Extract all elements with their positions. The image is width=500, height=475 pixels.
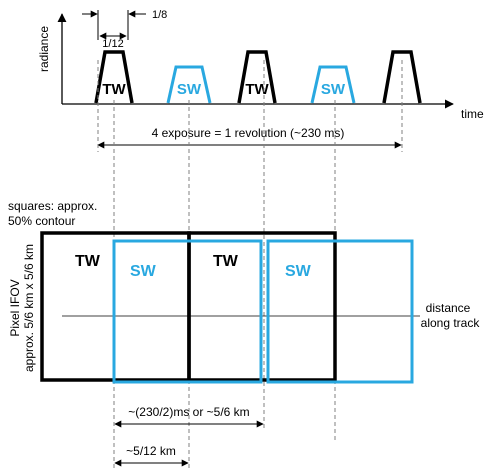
pulse-tw-2 (237, 50, 277, 104)
y-axis-label: radiance (37, 26, 51, 72)
pulse-label-sw-1: SW (177, 81, 202, 98)
twelfth-label: 1/12 (102, 38, 123, 50)
square-label-sw-1: SW (130, 263, 157, 280)
half-rev-label: ~(230/2)ms or ~5/6 km (128, 405, 249, 419)
radiance-plot: radiance time TW SW TW SW 1/8 1/12 4 exp… (37, 9, 484, 149)
offset-label: ~5/12 km (126, 444, 176, 458)
pixel-ifov-line2: approx. 5/6 km x 5/6 km (22, 244, 36, 372)
square-label-sw-2: SW (285, 263, 312, 280)
revolution-label: 4 exposure = 1 revolution (~230 ms) (152, 126, 345, 140)
x-axis-label: time (461, 107, 484, 121)
pulse-sw-1 (166, 65, 212, 104)
pulse-tw-3 (382, 50, 422, 104)
pulse-tw-1 (94, 50, 134, 104)
pixel-ifov-line1: Pixel IFOV (8, 279, 22, 336)
pulse-label-tw-2: TW (245, 81, 269, 98)
distance-label-line1: distance (426, 301, 471, 315)
eighth-label: 1/8 (152, 9, 167, 21)
contour-note-line2: 50% contour (8, 214, 75, 228)
distance-label-line2: along track (421, 316, 481, 330)
pulse-label-tw-1: TW (102, 81, 126, 98)
pulse-sw-2 (310, 65, 356, 104)
sw-square-2 (266, 239, 414, 384)
sw-square-1 (112, 239, 263, 384)
footprint-panel: squares: approx. 50% contour Pixel IFOV … (8, 199, 481, 467)
square-label-tw-1: TW (75, 253, 101, 270)
pulse-label-sw-2: SW (321, 81, 346, 98)
square-label-tw-2: TW (213, 253, 239, 270)
contour-note-line1: squares: approx. (8, 199, 97, 213)
